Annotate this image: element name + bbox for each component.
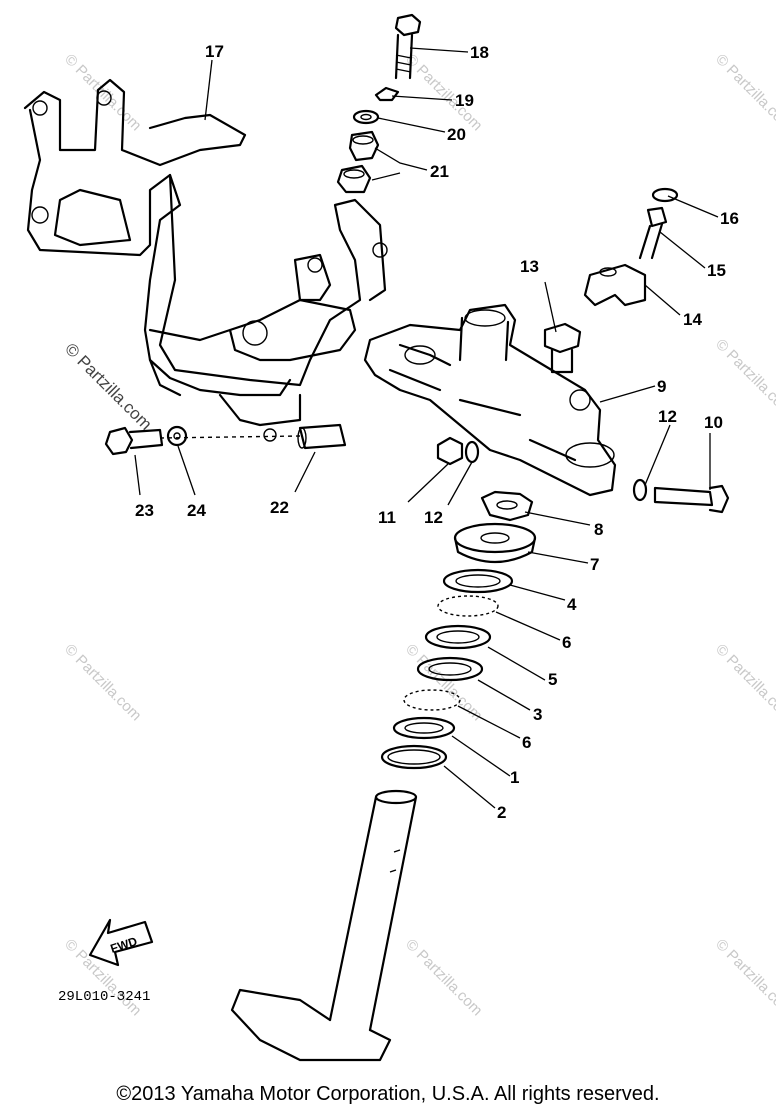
- watermark-mid-right: © Partzilla.com: [712, 336, 776, 419]
- part-15-bolt: [638, 206, 668, 260]
- callout-labels: 17 18 19 20 21 16 15 13 14 9 12 10 11 12…: [135, 42, 739, 822]
- part-2-dust-seal: [380, 744, 448, 770]
- callout-6-upper: 6: [562, 633, 571, 652]
- part-19-lock-washer: [374, 86, 400, 102]
- part-24-nut: [166, 425, 188, 447]
- diagram-code: 29L010-3241: [58, 989, 150, 1005]
- callout-8: 8: [594, 520, 603, 539]
- part-6-ball-lower: [403, 689, 461, 711]
- callout-22: 22: [270, 498, 289, 517]
- leader-lines: [134, 47, 719, 809]
- part-3-race: [416, 656, 484, 682]
- part-12-washer-left: [464, 440, 480, 464]
- part-8-ring-nut: [480, 490, 534, 522]
- watermark-top-left: © Partzilla.com: [61, 51, 144, 134]
- part-4-upper-race: [442, 568, 514, 594]
- callout-4: 4: [567, 595, 577, 614]
- callout-17: 17: [205, 42, 224, 61]
- watermark-bottom-right: © Partzilla.com: [712, 936, 776, 1019]
- part-5-race: [424, 624, 492, 650]
- watermark-lower-right: © Partzilla.com: [712, 641, 776, 724]
- part-16-cap: [651, 187, 679, 203]
- callout-19: 19: [455, 91, 474, 110]
- callout-11: 11: [378, 508, 396, 527]
- callout-24: 24: [187, 501, 206, 520]
- callout-20: 20: [447, 125, 466, 144]
- callout-3: 3: [533, 705, 542, 724]
- assembly-line-23-24-22: [159, 435, 301, 439]
- steering-stem: [230, 789, 418, 1062]
- callout-1: 1: [510, 768, 519, 787]
- part-11-nut: [436, 436, 464, 466]
- callout-21: 21: [430, 162, 449, 181]
- part-18-bolt: [394, 13, 422, 80]
- fwd-arrow-icon: FWD: [88, 918, 154, 967]
- callout-2: 2: [497, 803, 506, 822]
- callout-18: 18: [470, 43, 489, 62]
- part-21-damper-lower: [336, 164, 372, 194]
- watermark-top-right: © Partzilla.com: [712, 51, 776, 134]
- callout-9: 9: [657, 377, 666, 396]
- callout-5: 5: [548, 670, 557, 689]
- watermark-mid-center: © Partzilla.com: [402, 641, 485, 724]
- part-17-headlight-stay: [23, 78, 388, 442]
- part-13-bolt: [543, 322, 582, 374]
- watermark-diagonal: © Partzilla.com: [61, 339, 155, 433]
- part-21-damper-upper: [348, 130, 380, 162]
- watermark-mid-left: © Partzilla.com: [61, 641, 144, 724]
- callout-6-lower: 6: [522, 733, 531, 752]
- part-20-washer: [352, 109, 380, 125]
- part-1-lower-race: [392, 716, 456, 740]
- copyright-notice: ©2013 Yamaha Motor Corporation, U.S.A. A…: [116, 1083, 660, 1105]
- callout-16: 16: [720, 209, 739, 228]
- fwd-label: FWD: [109, 934, 140, 956]
- part-12-washer-right: [632, 478, 648, 502]
- callout-10: 10: [704, 413, 723, 432]
- callout-15: 15: [707, 261, 726, 280]
- part-14-handlebar-holder: [583, 263, 647, 307]
- callout-14: 14: [683, 310, 702, 329]
- part-7-cover: [453, 522, 537, 563]
- part-6-ball-upper: [437, 595, 499, 617]
- callout-23: 23: [135, 501, 154, 520]
- part-9-upper-bracket: [363, 303, 617, 497]
- callout-12-left: 12: [424, 508, 443, 527]
- watermark-bottom-center: © Partzilla.com: [402, 936, 485, 1019]
- callout-13: 13: [520, 257, 539, 276]
- part-22-collar: [297, 423, 347, 450]
- part-10-pinch-bolt: [653, 484, 730, 514]
- callout-7: 7: [590, 555, 599, 574]
- part-23-bolt: [104, 426, 164, 456]
- callout-12-right: 12: [658, 407, 677, 426]
